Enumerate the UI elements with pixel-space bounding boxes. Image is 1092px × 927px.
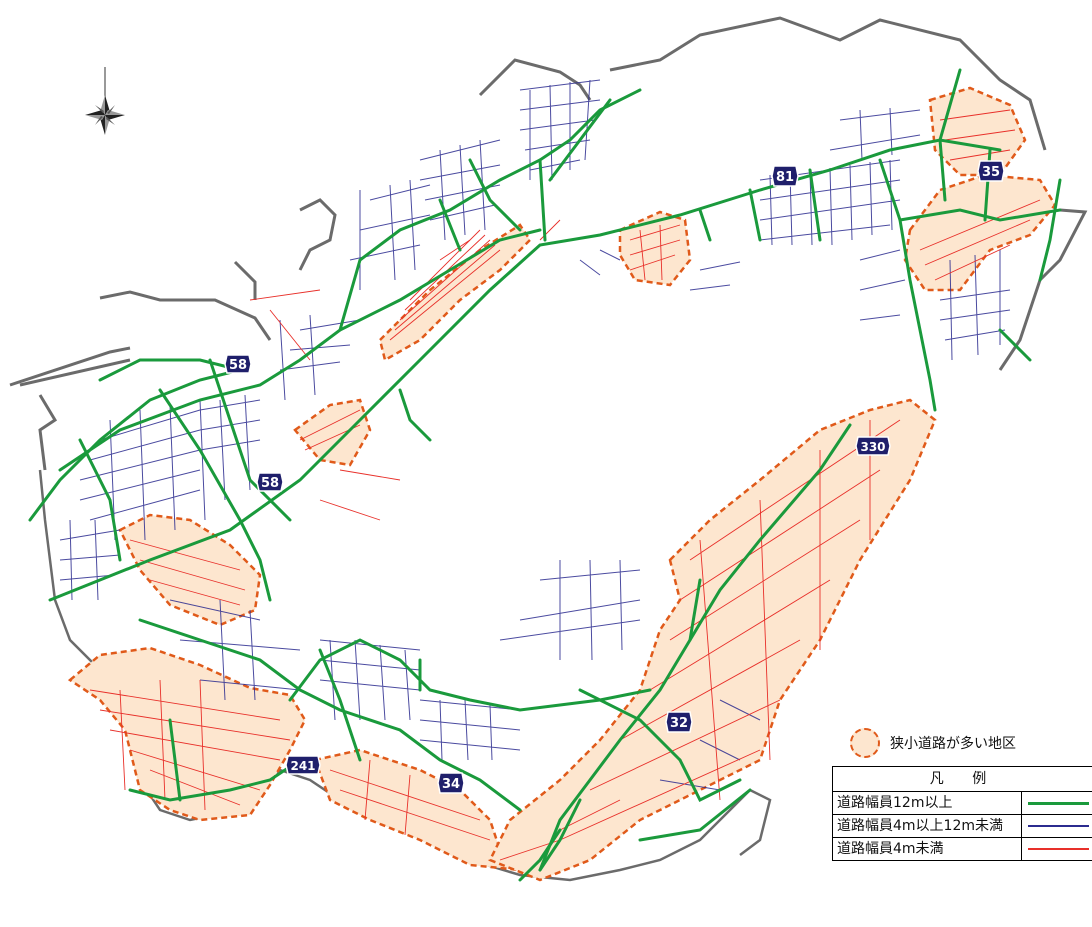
- legend-title: 凡 例: [833, 767, 1092, 792]
- route-shield-58-south: 58: [256, 472, 284, 492]
- svg-text:81: 81: [776, 170, 794, 185]
- svg-text:58: 58: [261, 476, 279, 491]
- svg-text:32: 32: [670, 716, 688, 731]
- route-shield-32: 32: [665, 711, 693, 733]
- route-shield-330: 330: [855, 436, 891, 456]
- svg-text:58: 58: [229, 358, 247, 373]
- route-shield-34: 34: [437, 772, 465, 794]
- legend-row-medium: 道路幅員4m以上12m未満: [833, 815, 1092, 838]
- legend-label-narrow: 道路幅員4m未満: [833, 838, 1022, 860]
- district-legend: 狭小道路が多い地区: [850, 728, 1016, 758]
- legend-label-wide: 道路幅員12m以上: [833, 792, 1022, 814]
- wide-roads: [28, 68, 1062, 882]
- narrow-roads: [89, 109, 1041, 861]
- central-open-area: [280, 260, 870, 690]
- legend-label-medium: 道路幅員4m以上12m未満: [833, 815, 1022, 837]
- svg-text:35: 35: [982, 165, 1000, 180]
- narrow-road-districts: [67, 86, 1057, 882]
- route-shield-241: 241: [285, 755, 321, 775]
- compass-rose-icon: [85, 67, 125, 135]
- legend-row-wide: 道路幅員12m以上: [833, 792, 1092, 815]
- district-swatch: [850, 728, 880, 758]
- legend-swatch-medium: [1022, 815, 1092, 837]
- route-shield-58-north: 58: [224, 354, 252, 374]
- route-shield-81: 81: [771, 165, 799, 187]
- district-legend-label: 狭小道路が多い地区: [890, 736, 1016, 752]
- legend-table: 凡 例 道路幅員12m以上 道路幅員4m以上12m未満 道路幅員4m未満: [832, 766, 1092, 861]
- svg-text:330: 330: [860, 440, 885, 454]
- legend-swatch-wide: [1022, 792, 1092, 814]
- legend-swatch-narrow: [1022, 838, 1092, 860]
- legend-row-narrow: 道路幅員4m未満: [833, 838, 1092, 860]
- svg-text:241: 241: [290, 759, 315, 773]
- svg-text:34: 34: [442, 777, 460, 792]
- route-shield-35: 35: [977, 160, 1005, 182]
